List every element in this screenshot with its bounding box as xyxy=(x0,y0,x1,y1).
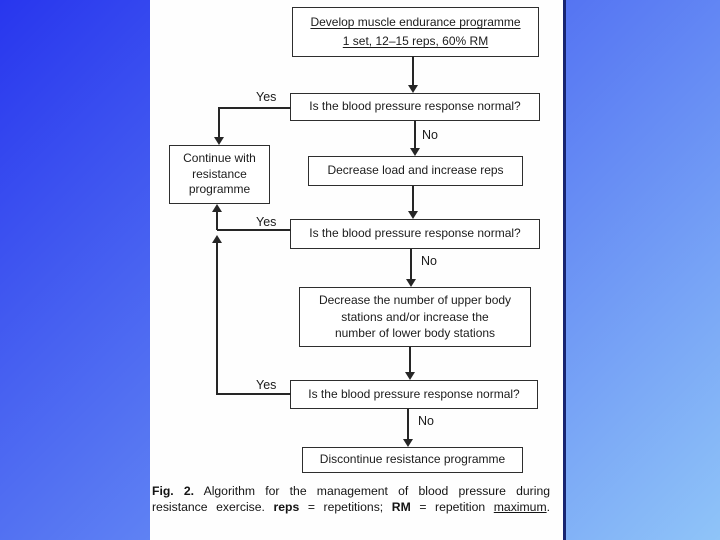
no-label-3: No xyxy=(418,414,434,428)
continue-line2: resistance xyxy=(192,166,247,181)
continue-line1: Continue with xyxy=(183,151,256,166)
caption-line1: Fig. 2. Algorithm for the management of … xyxy=(152,483,550,499)
stations-box: Decrease the number of upper body statio… xyxy=(299,287,531,347)
connector-line xyxy=(217,229,291,231)
no-label-2: No xyxy=(421,254,437,268)
caption-maximum-word: maximum xyxy=(493,500,547,514)
connector-line xyxy=(219,107,291,109)
caption-line1-text: Algorithm for the management of blood pr… xyxy=(203,484,550,498)
connector-line xyxy=(407,409,409,440)
caption-line2: resistance exercise. reps = repetitions;… xyxy=(152,499,550,515)
stations-line2: stations and/or increase the xyxy=(341,309,489,324)
connector-line xyxy=(412,186,414,212)
decision2-box: Is the blood pressure response normal? xyxy=(290,219,540,249)
decision2-text: Is the blood pressure response normal? xyxy=(309,226,521,241)
develop-programme-box: Develop muscle endurance programme 1 set… xyxy=(292,7,539,57)
connector-line xyxy=(216,212,218,230)
yes-label-2: Yes xyxy=(256,215,277,229)
connector-line xyxy=(216,243,218,395)
caption-fig-label: Fig. 2. xyxy=(152,484,195,498)
arrowhead-down-icon xyxy=(410,148,420,156)
decrease-load-box: Decrease load and increase reps xyxy=(308,156,523,186)
decrease-load-text: Decrease load and increase reps xyxy=(327,163,504,178)
arrowhead-up-icon xyxy=(212,235,222,243)
continue-programme-box: Continue with resistance programme xyxy=(169,145,270,204)
stations-line1: Decrease the number of upper body xyxy=(318,293,512,308)
arrowhead-down-icon xyxy=(408,211,418,219)
connector-line xyxy=(414,121,416,149)
arrowhead-down-icon xyxy=(403,439,413,447)
arrowhead-down-icon xyxy=(405,372,415,380)
caption-reps-term: reps xyxy=(273,500,300,514)
figure-caption: Fig. 2. Algorithm for the management of … xyxy=(152,483,550,515)
yes-label-3: Yes xyxy=(256,378,277,392)
arrowhead-down-icon xyxy=(214,137,224,145)
continue-line3: programme xyxy=(188,182,251,197)
yes-label-1: Yes xyxy=(256,90,277,104)
develop-line1: Develop muscle endurance programme xyxy=(310,15,521,29)
caption-period: . xyxy=(546,500,550,514)
arrowhead-down-icon xyxy=(406,279,416,287)
connector-line xyxy=(216,393,291,395)
decision3-box: Is the blood pressure response normal? xyxy=(290,380,538,409)
decision1-text: Is the blood pressure response normal? xyxy=(309,99,521,114)
discontinue-text: Discontinue resistance programme xyxy=(319,452,506,467)
connector-line xyxy=(218,107,220,138)
connector-line xyxy=(409,347,411,373)
no-label-1: No xyxy=(422,128,438,142)
decision1-box: Is the blood pressure response normal? xyxy=(290,93,540,121)
caption-rm-term: RM xyxy=(391,500,411,514)
caption-rm-eq: = repetition xyxy=(419,500,486,514)
caption-line2-pre: resistance exercise. xyxy=(152,500,265,514)
decision3-text: Is the blood pressure response normal? xyxy=(308,386,520,401)
discontinue-box: Discontinue resistance programme xyxy=(302,447,523,473)
arrowhead-down-icon xyxy=(408,85,418,93)
caption-reps-eq: = repetitions; xyxy=(307,500,384,514)
develop-line2: 1 set, 12–15 reps, 60% RM xyxy=(342,34,489,48)
connector-line xyxy=(410,249,412,280)
stations-line3: number of lower body stations xyxy=(334,326,496,341)
connector-line xyxy=(412,56,414,86)
arrowhead-up-icon xyxy=(212,204,222,212)
